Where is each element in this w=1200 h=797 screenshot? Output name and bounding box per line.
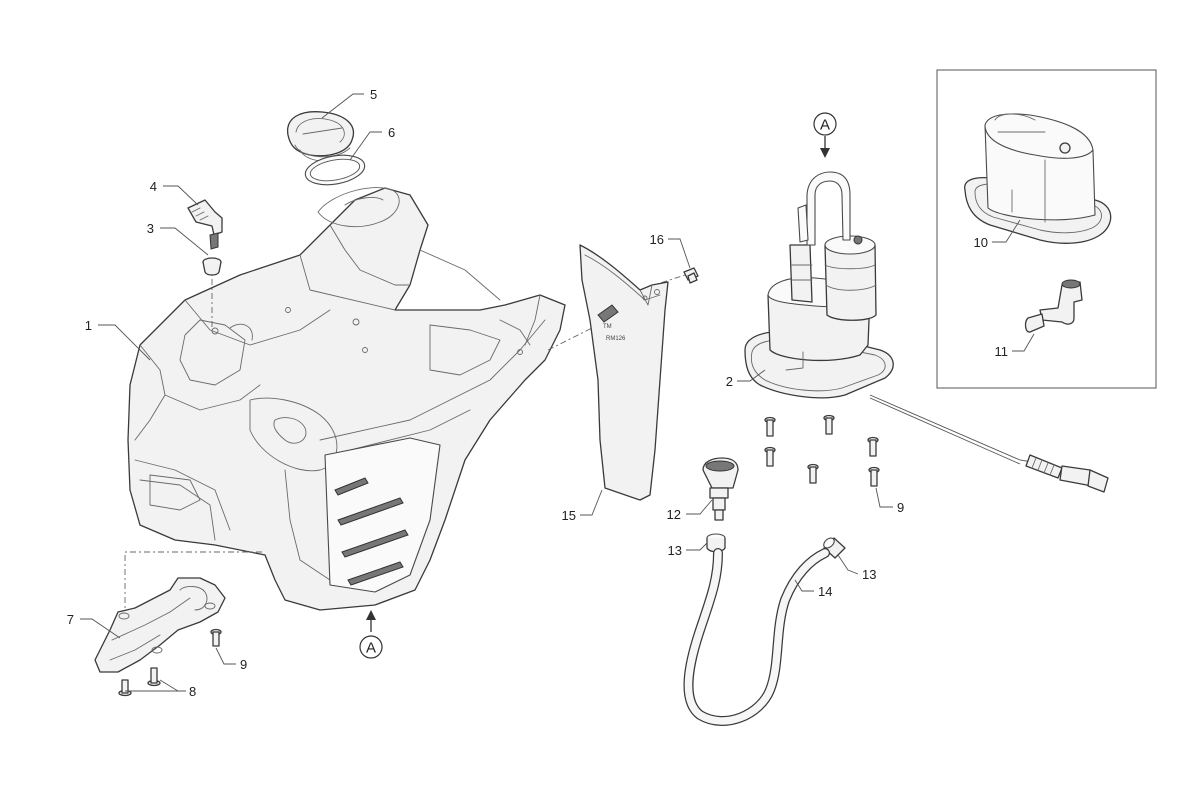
pump-screw — [823, 414, 835, 435]
callout-11: 11 — [995, 344, 1009, 359]
callout-2: 2 — [726, 374, 733, 389]
quick-connector — [702, 457, 739, 521]
pump-screw — [867, 436, 879, 457]
elbow-fitting — [1024, 279, 1083, 333]
pump-flange — [964, 113, 1112, 244]
callout-14: 14 — [818, 584, 832, 599]
callout-4: 4 — [150, 179, 157, 194]
callout-9-left: 9 — [240, 657, 247, 672]
callout-5: 5 — [370, 87, 377, 102]
bracket-bolt — [147, 667, 161, 687]
o-ring — [304, 154, 366, 186]
hose-clamp — [706, 533, 726, 553]
callout-9-right: 9 — [897, 500, 904, 515]
callout-16: 16 — [650, 232, 664, 247]
callout-15: 15 — [562, 508, 576, 523]
view-marker-bottom: A — [359, 610, 383, 659]
svg-text:A: A — [366, 640, 376, 657]
pump-screw — [764, 416, 776, 437]
callout-1: 1 — [85, 318, 92, 333]
filler-cap — [287, 111, 355, 162]
fuel-hose — [683, 548, 830, 726]
assembly-link-line-16 — [647, 274, 686, 288]
fuel-tank — [127, 187, 566, 611]
grommet — [202, 257, 222, 276]
shield-logo-text: TM — [603, 324, 612, 330]
shield-screw — [683, 267, 699, 284]
svg-text:A: A — [820, 117, 830, 134]
callout-13-left: 13 — [668, 543, 682, 558]
bracket-bolt — [118, 679, 132, 697]
callout-12: 12 — [667, 507, 681, 522]
callout-10: 10 — [974, 235, 988, 250]
assembly-link-line — [124, 551, 262, 615]
pump-screw — [807, 463, 819, 484]
breather-fitting — [187, 199, 223, 250]
view-marker-top: A — [813, 112, 837, 158]
bracket-screw — [210, 628, 222, 647]
shield-code-text: RM126 — [606, 336, 626, 342]
callout-8: 8 — [189, 684, 196, 699]
callout-3: 3 — [147, 221, 154, 236]
callout-leaders — [80, 93, 1035, 692]
callout-7: 7 — [67, 612, 74, 627]
inset-frame — [936, 69, 1157, 389]
callout-6: 6 — [388, 125, 395, 140]
pump-screw — [764, 446, 776, 467]
pump-screw — [868, 466, 880, 487]
fuel-pump-assembly — [744, 171, 1109, 493]
hose-clamp — [823, 537, 846, 559]
callout-numbers: 1 2 3 4 5 6 7 8 9 9 10 11 12 13 13 14 15… — [67, 87, 1008, 699]
fuel-tank-shield: TM RM126 — [579, 244, 669, 501]
tank-bracket — [94, 577, 226, 673]
callout-13-right: 13 — [862, 567, 876, 582]
